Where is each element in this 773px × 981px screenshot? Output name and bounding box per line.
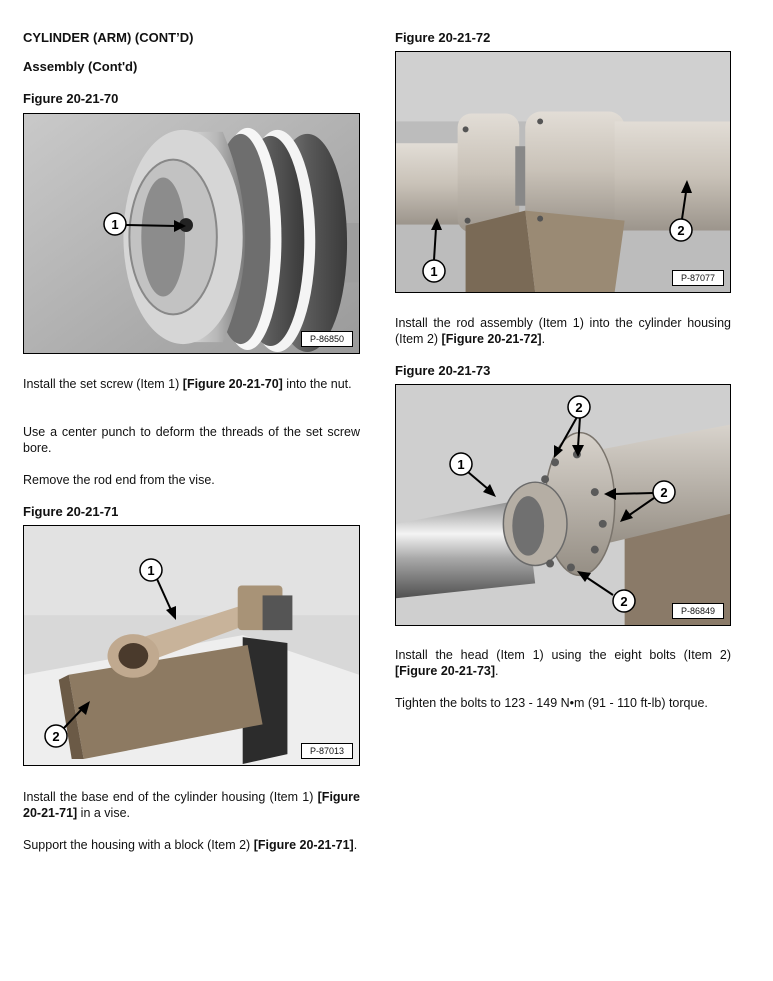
right-paragraph-3: Tighten the bolts to 123 - 149 N•m (91 -… [395,696,708,710]
figure-70-ref: P-86850 [300,331,353,347]
figure-73-callout-1: 1 [457,457,464,472]
left-paragraph-2: Use a center punch to deform the threads… [23,425,360,455]
right-paragraph-2: Install the head (Item 1) using the eigh… [395,648,731,678]
left-paragraph-5: Support the housing with a block (Item 2… [23,838,358,852]
figure-71-callout-1: 1 [147,563,154,578]
figure-73-title: Figure 20-21-73 [395,363,491,378]
figure-71-callout-2: 2 [52,729,59,744]
left-paragraph-3: Remove the rod end from the vise. [23,473,215,487]
figure-70-callout-1: 1 [111,217,118,232]
figure-73-callout-2a: 2 [575,400,582,415]
section-subtitle: Assembly (Cont'd) [23,59,138,74]
figure-73-callout-2c: 2 [620,594,627,609]
right-paragraph-1: Install the rod assembly (Item 1) into t… [395,316,731,346]
left-paragraph-4: Install the base end of the cylinder hou… [23,790,360,820]
figure-71-title: Figure 20-21-71 [23,504,119,519]
figure-72-ref: P-87077 [671,270,724,286]
figure-73-photo: P-86849 1 2 2 2 [395,384,731,626]
figure-73-callout-2b: 2 [660,485,667,500]
figure-70-title: Figure 20-21-70 [23,91,119,106]
figure-71-photo: P-87013 1 2 [23,525,360,766]
figure-73-ref: P-86849 [671,603,724,619]
figure-72-title: Figure 20-21-72 [395,30,491,45]
figure-72-callout-2: 2 [677,223,684,238]
figure-70-photo: P-86850 1 [23,113,360,354]
figure-72-photo: P-87077 1 2 [395,51,731,293]
left-paragraph-1: Install the set screw (Item 1) [Figure 2… [23,377,352,391]
figure-72-callout-1: 1 [430,264,437,279]
figure-71-ref: P-87013 [300,743,353,759]
section-title: CYLINDER (ARM) (CONT’D) [23,30,194,45]
